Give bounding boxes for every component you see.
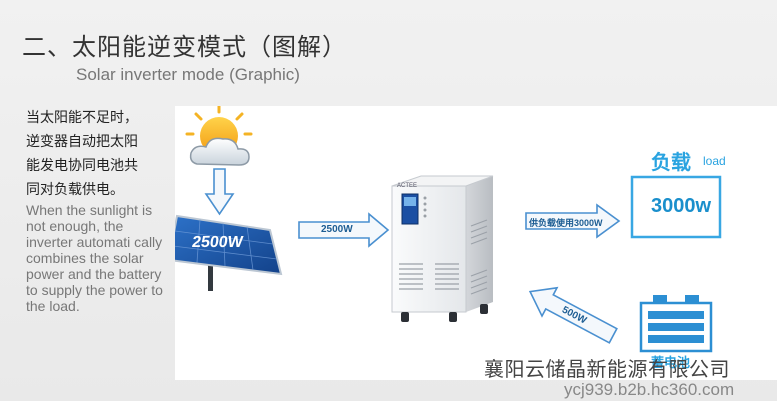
down-arrow — [204, 168, 235, 216]
page-title: 二、太阳能逆变模式（图解） — [22, 33, 347, 61]
battery-icon — [639, 295, 713, 353]
battery-label: 蓄电池 — [651, 356, 691, 371]
description-cn-line: 逆变器自动把太阳 — [26, 134, 138, 150]
solar-panel-icon — [175, 214, 283, 291]
load-title: 负载 — [651, 150, 691, 174]
sun-cloud-icon — [185, 106, 253, 166]
arrow-load-label: 供负载使用3000W — [529, 218, 603, 228]
description-en: When the sunlight is not enough, the inv… — [26, 202, 163, 314]
inverter-icon — [391, 175, 494, 322]
arrow-solar-to-inverter — [298, 212, 390, 248]
diagram-panel: 2500W 2500W 供负载使用3000W 500W ACTEE 负载 loa… — [175, 106, 777, 380]
arrow-battery-to-inverter — [528, 286, 618, 344]
description-cn-line: 同对负载供电。 — [26, 182, 124, 198]
page-subtitle: Solar inverter mode (Graphic) — [76, 65, 300, 84]
load-box — [630, 175, 722, 239]
watermark-company: 襄阳云储晶新能源有限公司 — [484, 357, 730, 381]
load-value: 3000w — [650, 195, 712, 217]
description: 当太阳能不足时， 逆变器自动把太阳 能发电协同电池共 同对负载供电。 When … — [26, 106, 176, 314]
panel-power-label: 2500W — [190, 234, 244, 251]
inverter-brand: ACTEE — [397, 183, 418, 189]
description-cn-line: 当太阳能不足时， — [26, 110, 138, 126]
watermark-url: ycj939.b2b.hc360.com — [564, 380, 735, 399]
arrow-inverter-to-load — [525, 203, 621, 239]
arrow-solar-label: 2500W — [321, 224, 353, 235]
diagram-graphic — [175, 106, 722, 353]
load-subtitle: load — [703, 154, 726, 168]
description-cn-line: 能发电协同电池共 — [26, 158, 138, 174]
